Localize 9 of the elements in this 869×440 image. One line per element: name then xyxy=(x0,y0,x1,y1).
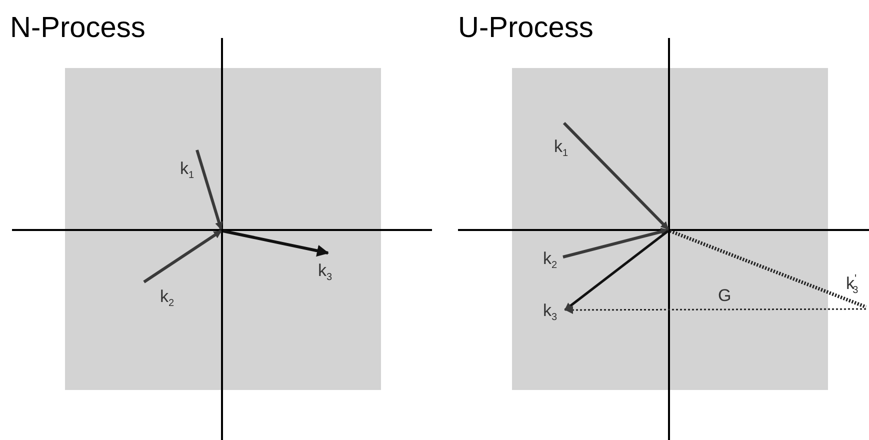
vector-label: k$_{3}$ xyxy=(543,302,558,323)
vector-label: k$_{3}$ xyxy=(318,262,332,283)
vector-label: k$_{2}$ xyxy=(543,250,558,271)
vector-label: k$_{1}$ xyxy=(180,160,194,181)
vector-label: G xyxy=(718,287,732,304)
vector-label: k$_{1}$ xyxy=(554,138,568,159)
panel-title: N-Process xyxy=(10,14,146,43)
vector-label: k$_{2}$ xyxy=(160,288,174,309)
panel-title: U-Process xyxy=(458,14,594,43)
